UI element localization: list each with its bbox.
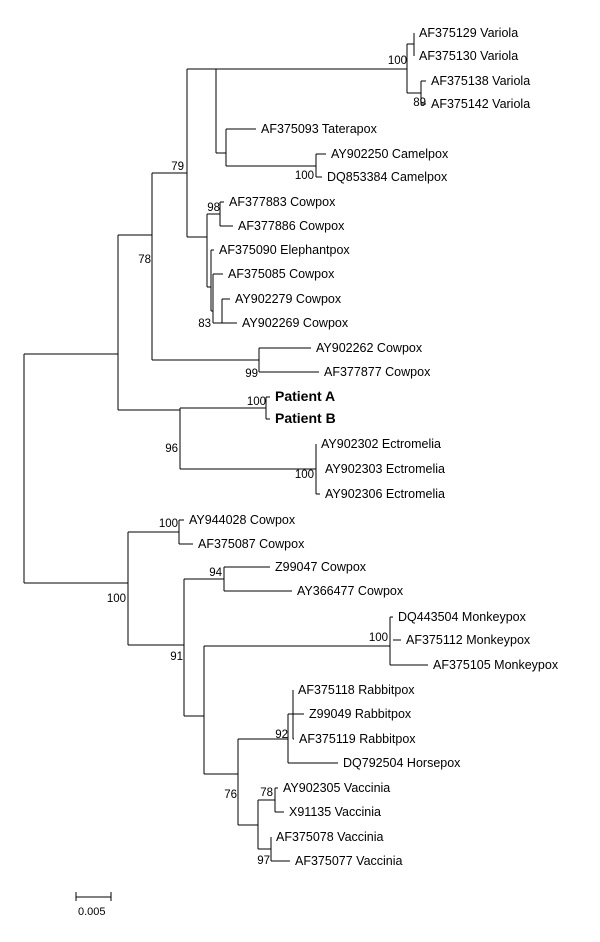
leaf-label: AY902262 Cowpox (316, 341, 423, 355)
leaf-label: AF375142 Variola (431, 97, 530, 111)
leaf-label: AF375087 Cowpox (198, 537, 305, 551)
leaf-label: AF375093 Taterapox (261, 122, 378, 136)
leaf-label: AF375138 Variola (431, 74, 530, 88)
leaf-label: AF377877 Cowpox (324, 365, 431, 379)
bootstrap-value: 99 (245, 368, 258, 380)
bootstrap-value: 78 (260, 787, 273, 799)
scale-bar-label: 0.005 (78, 906, 106, 918)
leaf-label: AY902305 Vaccinia (283, 781, 390, 795)
bootstrap-value: 100 (388, 55, 407, 67)
leaf-label: X91135 Vaccinia (289, 805, 381, 819)
bootstrap-value: 91 (170, 651, 183, 663)
leaf-label: Patient A (275, 388, 335, 404)
bootstrap-value: 89 (413, 97, 426, 109)
leaf-label: AF375129 Variola (419, 26, 518, 40)
bootstrap-value: 79 (171, 161, 184, 173)
bootstrap-value: 78 (138, 254, 151, 266)
leaf-label: AY366477 Cowpox (297, 584, 404, 598)
bootstrap-value: 97 (257, 855, 270, 867)
leaf-label: AY902269 Cowpox (242, 316, 349, 330)
leaf-label: AF375118 Rabbitpox (298, 683, 415, 697)
bootstrap-labels: 100 89 79 100 98 83 78 99 100 96 100 100 100 94 100 91 9… (107, 55, 426, 867)
leaf-label: DQ443504 Monkeypox (398, 610, 527, 624)
leaf-label: DQ792504 Horsepox (343, 756, 461, 770)
leaf-label: AY902302 Ectromelia (321, 437, 441, 451)
leaf-label: AY902279 Cowpox (235, 292, 342, 306)
bootstrap-value: 100 (369, 632, 388, 644)
bootstrap-value: 83 (198, 318, 211, 330)
leaf-label: Z99049 Rabbitpox (309, 707, 412, 721)
scale-bar: 0.005 (75, 892, 112, 918)
leaf-label: Z99047 Cowpox (275, 560, 367, 574)
bootstrap-value: 100 (159, 518, 178, 530)
bootstrap-value: 98 (207, 202, 220, 214)
leaf-label: AY944028 Cowpox (189, 513, 296, 527)
bootstrap-value: 76 (224, 789, 237, 801)
leaf-label: AY902250 Camelpox (331, 147, 449, 161)
leaf-label: AF375105 Monkeypox (433, 658, 559, 672)
bootstrap-value: 100 (107, 593, 126, 605)
leaf-label: AF375130 Variola (419, 49, 518, 63)
leaf-label: AF377883 Cowpox (229, 195, 336, 209)
leaf-label: AY902306 Ectromelia (325, 487, 445, 501)
bootstrap-value: 100 (247, 396, 266, 408)
leaf-label: AF375112 Monkeypox (406, 633, 531, 647)
leaf-label: AF375077 Vaccinia (295, 854, 403, 868)
leaf-label: AF375078 Vaccinia (276, 830, 384, 844)
bootstrap-value: 100 (295, 170, 314, 182)
leaf-label: AF377886 Cowpox (238, 219, 345, 233)
leaf-label: AF375085 Cowpox (228, 267, 335, 281)
leaf-label: DQ853384 Camelpox (327, 170, 448, 184)
leaf-label: AY902303 Ectromelia (325, 462, 445, 476)
bootstrap-value: 96 (165, 443, 178, 455)
bootstrap-value: 92 (275, 729, 288, 741)
leaf-label: AF375090 Elephantpox (219, 243, 350, 257)
leaf-label: Patient B (275, 410, 336, 426)
tree-branches (23, 33, 428, 862)
bootstrap-value: 94 (209, 567, 222, 579)
leaf-label: AF375119 Rabbitpox (299, 732, 416, 746)
bootstrap-value: 100 (295, 469, 314, 481)
